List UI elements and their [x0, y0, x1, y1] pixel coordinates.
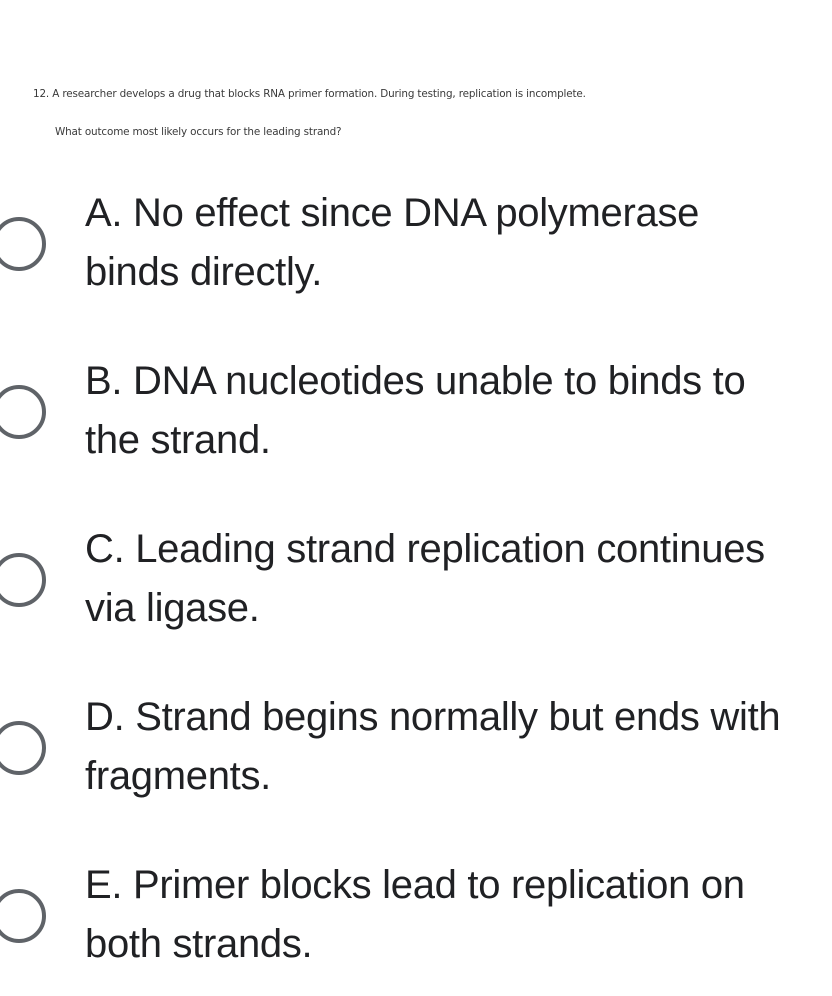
option-d[interactable]: D. Strand begins normally but ends with …: [0, 688, 832, 828]
option-e[interactable]: E. Primer blocks lead to replication on …: [0, 856, 832, 996]
radio-button-icon[interactable]: [0, 385, 46, 439]
question-text-line1: 12. A researcher develops a drug that bl…: [33, 88, 586, 100]
radio-button-icon[interactable]: [0, 553, 46, 607]
option-b[interactable]: B. DNA nucleotides unable to binds to th…: [0, 352, 832, 492]
question-text-line2: What outcome most likely occurs for the …: [55, 126, 342, 138]
option-label[interactable]: E. Primer blocks lead to replication on …: [85, 863, 745, 966]
radio-button-icon[interactable]: [0, 217, 46, 271]
option-a[interactable]: A. No effect since DNA polymerase binds …: [0, 184, 832, 324]
option-label[interactable]: B. DNA nucleotides unable to binds to th…: [85, 359, 746, 462]
radio-button-icon[interactable]: [0, 721, 46, 775]
radio-button-icon[interactable]: [0, 889, 46, 943]
option-label[interactable]: A. No effect since DNA polymerase binds …: [85, 191, 700, 294]
option-label[interactable]: C. Leading strand replication continues …: [85, 527, 765, 630]
option-c[interactable]: C. Leading strand replication continues …: [0, 520, 832, 660]
option-label[interactable]: D. Strand begins normally but ends with …: [85, 695, 781, 798]
question-image: 12. A researcher develops a drug that bl…: [0, 0, 832, 150]
